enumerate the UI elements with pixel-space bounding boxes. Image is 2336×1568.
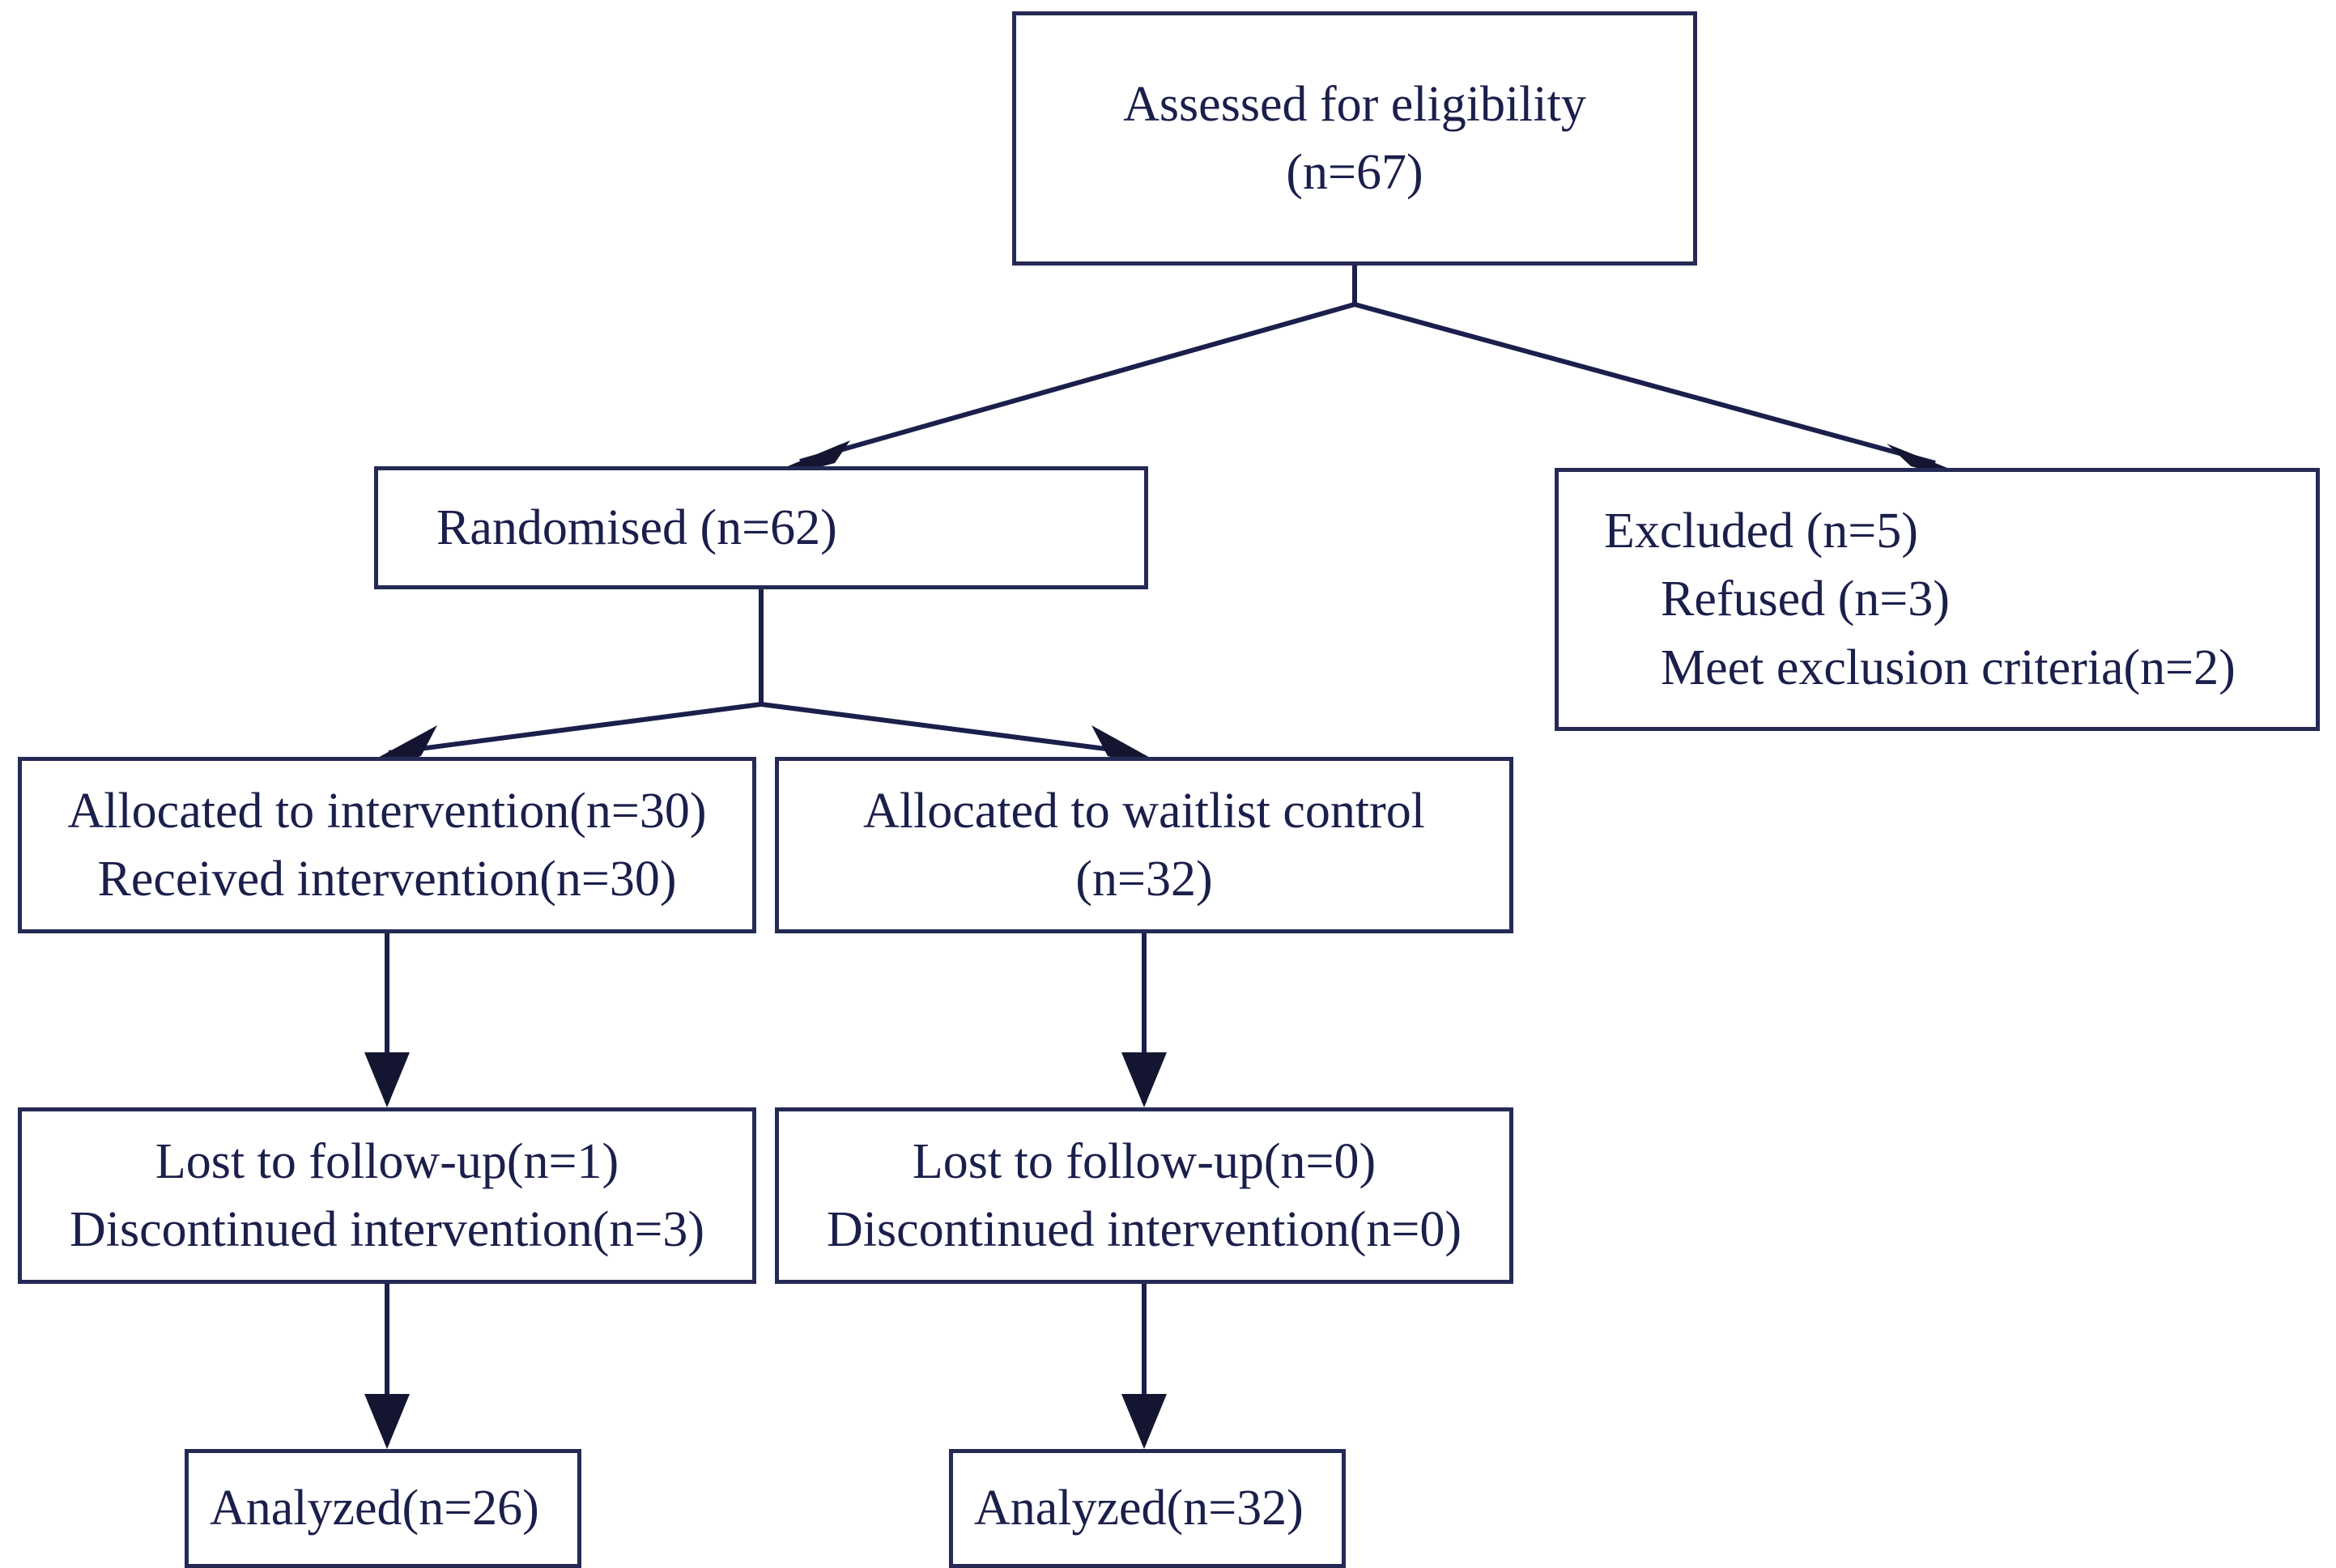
node-lost-to-follow-up-intervention: Lost to follow-up(n=1) Discontinued inte… — [18, 1107, 756, 1284]
node-text-line: Analyzed(n=26) — [210, 1481, 539, 1536]
arrowhead-to-excluded — [1887, 444, 1951, 471]
node-text-line: Meet exclusion criteria(n=2) — [1661, 640, 2236, 695]
node-text-line: Discontinued intervention(n=0) — [827, 1202, 1462, 1257]
node-text-line: Lost to follow-up(n=1) — [155, 1133, 619, 1189]
arrowhead-lost-to-analyzed-control — [1121, 1394, 1167, 1449]
arrowhead-intervention-to-lost — [364, 1052, 410, 1107]
node-text-line: Allocated to waitlist control — [863, 783, 1425, 839]
node-text-line: Discontinued intervention(n=3) — [70, 1202, 704, 1257]
node-analyzed-control: Analyzed(n=32) — [949, 1449, 1346, 1568]
node-excluded: Excluded (n=5) Refused (n=3) Meet exclus… — [1555, 468, 2320, 731]
node-text-line: Lost to follow-up(n=0) — [912, 1133, 1376, 1189]
node-text-line: Refused (n=3) — [1661, 572, 1950, 627]
connector-randomised-to-intervention — [388, 702, 762, 755]
node-text-line: (n=67) — [1286, 145, 1423, 200]
node-lost-to-follow-up-control: Lost to follow-up(n=0) Discontinued inte… — [775, 1107, 1513, 1284]
connector-eligibility-to-randomised — [799, 302, 1355, 464]
arrowhead-to-allocated-intervention — [375, 725, 437, 761]
node-text-line: Analyzed(n=32) — [974, 1481, 1304, 1536]
arrowhead-control-to-lost — [1121, 1052, 1167, 1107]
connector-eligibility-to-excluded — [1354, 302, 1936, 465]
node-text-line: Received intervention(n=30) — [97, 852, 677, 907]
node-assessed-for-eligibility: Assessed for eligibility (n=67) — [1012, 11, 1697, 266]
arrowhead-to-allocated-control — [1091, 725, 1153, 761]
connector-randomised-to-control — [760, 702, 1138, 755]
arrowhead-lost-to-analyzed-intervention — [364, 1394, 410, 1449]
node-text-line: Allocated to intervention(n=30) — [67, 783, 707, 839]
node-allocated-to-waitlist-control: Allocated to waitlist control (n=32) — [775, 757, 1513, 933]
node-randomised: Randomised (n=62) — [374, 466, 1148, 589]
node-text-line: Randomised (n=62) — [436, 499, 837, 555]
arrowhead-to-randomised — [785, 440, 850, 469]
node-analyzed-intervention: Analyzed(n=26) — [185, 1449, 581, 1568]
node-text-line: (n=32) — [1075, 852, 1213, 907]
node-text-line: Excluded (n=5) — [1604, 504, 1918, 559]
node-allocated-to-intervention: Allocated to intervention(n=30) Received… — [18, 757, 756, 933]
node-text-line: Assessed for eligibility — [1123, 76, 1586, 132]
